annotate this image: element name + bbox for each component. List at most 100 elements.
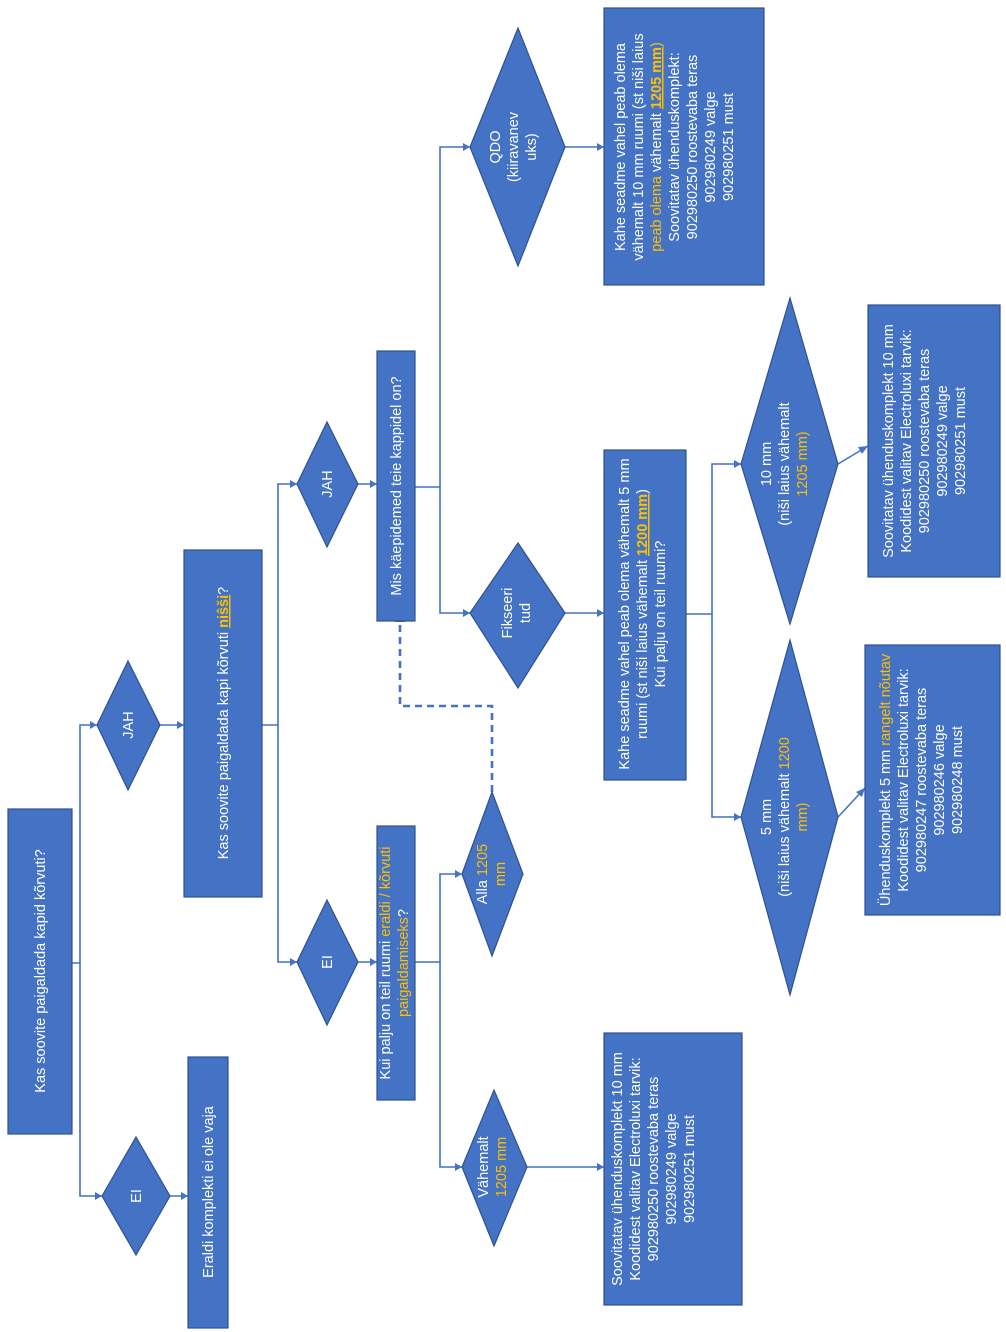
svg-text:902980249 valge: 902980249 valge — [664, 1113, 680, 1224]
connector — [262, 483, 297, 726]
svg-text:(niši laius vähemalt 1200: (niši laius vähemalt 1200 — [777, 737, 793, 897]
arrowhead — [734, 460, 741, 468]
dashed-connector — [398, 621, 494, 792]
svg-text:902980248 must: 902980248 must — [950, 726, 966, 834]
arrowhead — [95, 1192, 102, 1200]
svg-text:Koodidest valitav Electroluxi: Koodidest valitav Electroluxi tarvik: — [628, 1057, 644, 1280]
start-question-box — [7, 808, 73, 1135]
connector — [711, 614, 741, 818]
fixed-handles-text: Kahe seadme vahel peab olema vähemalt 5 … — [617, 458, 669, 769]
kit-5mm-text: Ühenduskomplekt 5 mm rangelt nõutav Kood… — [876, 653, 966, 906]
arrowhead — [858, 446, 868, 454]
jah-top-label: JAH — [121, 711, 137, 738]
recommended-kit-box-left — [603, 1032, 743, 1306]
svg-text:902980251 must: 902980251 must — [953, 387, 969, 495]
handles-question-box — [376, 350, 416, 622]
svg-text:peab olema vähemalt 1205 mm): peab olema vähemalt 1205 mm) — [649, 42, 665, 252]
svg-text:Kui palju on teil ruumi eraldi: Kui palju on teil ruumi eraldi / kõrvuti — [378, 847, 394, 1080]
svg-text:902980251 must: 902980251 must — [721, 93, 737, 201]
arrowhead — [181, 1192, 188, 1200]
connector — [277, 725, 297, 963]
handles-question-text: Mis käepidemed teie kappidel on? — [389, 376, 405, 595]
shapes — [7, 7, 1001, 1329]
kit-5mm-box — [864, 644, 1001, 916]
svg-text:Alla 1205: Alla 1205 — [475, 844, 491, 904]
kit-10mm-box — [867, 304, 1001, 578]
jah-decision-top — [96, 659, 161, 792]
svg-text:mm: mm — [493, 862, 509, 886]
qdo-result-box — [603, 7, 765, 286]
qdo-text: QDO (kiiravanev uks) — [488, 111, 540, 182]
arrowhead — [734, 813, 741, 821]
arrowheads — [90, 143, 868, 1200]
5mm-text: 5 mm (niši laius vähemalt 1200 mm) — [759, 737, 811, 897]
svg-text:902980251 must: 902980251 must — [682, 1115, 698, 1223]
no-kit-needed-box — [187, 1056, 229, 1329]
fikseeritud-decision — [469, 541, 566, 690]
svg-text:Kahe seadme vahel peab olema v: Kahe seadme vahel peab olema vähemalt 5 … — [617, 458, 633, 769]
niche-question-box — [183, 549, 263, 898]
qdo-result-text: Kahe seadme vahel peab olema vähemalt 10… — [613, 33, 737, 260]
arrowhead — [290, 958, 297, 966]
svg-text:Vähemalt: Vähemalt — [476, 1136, 492, 1197]
arrowhead — [177, 721, 184, 729]
niche-question-text: Kas soovite paigaldada kapi kõrvuti niŝš… — [216, 587, 232, 859]
fixed-handles-box — [603, 449, 687, 781]
svg-text:Soovitatav ühenduskomplekt:: Soovitatav ühenduskomplekt: — [667, 52, 683, 241]
qdo-decision — [469, 26, 566, 268]
connector — [79, 963, 102, 1197]
svg-text:ruumi (st niši laius vähemalt: ruumi (st niši laius vähemalt 1200 mm) — [635, 489, 651, 739]
svg-text:Soovitatav ühenduskomplekt 10: Soovitatav ühenduskomplekt 10 mm — [881, 324, 897, 558]
svg-text:Fikseeri: Fikseeri — [500, 588, 516, 639]
alla-1205-decision — [461, 790, 524, 958]
svg-text:paigaldamiseks?: paigaldamiseks? — [396, 909, 412, 1017]
connector — [686, 463, 741, 615]
arrowhead — [597, 1163, 604, 1171]
svg-text:Kui palju on teil ruumi?: Kui palju on teil ruumi? — [653, 541, 669, 688]
svg-text:mm): mm) — [795, 803, 811, 832]
vahemalt-1205-decision — [461, 1088, 528, 1248]
arrowhead — [463, 609, 470, 617]
svg-text:QDO: QDO — [488, 130, 504, 163]
jah-decision-mid — [296, 420, 359, 549]
svg-text:Soovitatav ühenduskomplekt 10: Soovitatav ühenduskomplekt 10 mm — [610, 1052, 626, 1286]
ei-decision-top — [101, 1135, 171, 1257]
arrowhead — [290, 480, 297, 488]
svg-text:tud: tud — [518, 603, 534, 623]
svg-text:Koodidest valitav Electroluxi: Koodidest valitav Electroluxi tarvik: — [899, 329, 915, 552]
svg-text:vähemalt 10 mm ruumi (st niši: vähemalt 10 mm ruumi (st niši laius — [631, 33, 647, 260]
start-question-text: Kas soovite paigaldada kapid kõrvuti? — [33, 849, 49, 1092]
alla-1205-text: Alla 1205 mm — [475, 844, 509, 904]
kit-10mm-text: Soovitatav ühenduskomplekt 10 mm Koodide… — [881, 324, 969, 558]
ei-decision-mid — [296, 898, 359, 1027]
ei-mid-label: EI — [320, 955, 336, 969]
arrowhead — [455, 1163, 462, 1171]
vahemalt-1205-text: Vähemalt 1205 mm — [476, 1136, 510, 1197]
jah-mid-label: JAH — [320, 470, 336, 497]
svg-text:Koodidest valitav Electroluxi: Koodidest valitav Electroluxi tarvik: — [896, 668, 912, 891]
connector — [72, 724, 97, 964]
svg-text:902980250 roostevaba teras: 902980250 roostevaba teras — [917, 349, 933, 534]
space-question-box — [376, 825, 416, 1101]
connector — [439, 962, 462, 1168]
connector — [415, 146, 470, 488]
10mm-decision — [740, 295, 839, 627]
svg-text:1205 mm): 1205 mm) — [795, 431, 811, 496]
svg-text:902980249 valge: 902980249 valge — [935, 385, 951, 496]
svg-text:(kiiravanev: (kiiravanev — [506, 111, 522, 182]
arrowhead — [856, 788, 865, 797]
arrowhead — [597, 609, 604, 617]
arrowhead — [90, 721, 97, 729]
svg-text:5 mm: 5 mm — [759, 799, 775, 835]
ei-top-label: EI — [129, 1189, 145, 1203]
arrowhead — [370, 480, 377, 488]
svg-text:902980247 roostevaba teras: 902980247 roostevaba teras — [914, 688, 930, 873]
arrowhead — [455, 870, 462, 878]
svg-text:1205 mm: 1205 mm — [494, 1137, 510, 1197]
10mm-text: 10 mm (niši laius vähemalt 1205 mm) — [759, 402, 811, 525]
fikseeritud-text: Fikseeri tud — [500, 588, 534, 639]
no-kit-text: Eraldi komplekti ei ole vaja — [201, 1105, 217, 1278]
svg-text:902980249 valge: 902980249 valge — [703, 91, 719, 202]
svg-text:902980250 roostevaba teras: 902980250 roostevaba teras — [646, 1077, 662, 1262]
